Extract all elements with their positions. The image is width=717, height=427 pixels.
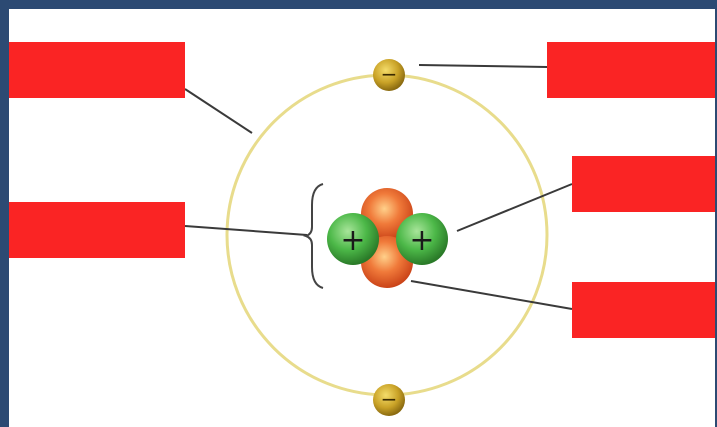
label-box-proton[interactable] xyxy=(572,156,715,212)
atom-diagram-svg: + + − − xyxy=(9,42,715,416)
atom-diagram: + + − − xyxy=(9,9,715,427)
leader-line-electron xyxy=(418,64,548,68)
leader-line-proton xyxy=(456,183,573,232)
label-box-electron[interactable] xyxy=(547,42,715,98)
leader-line-orbit xyxy=(184,88,253,134)
electron-bottom-symbol: − xyxy=(381,387,398,411)
proton-left-symbol: + xyxy=(340,223,365,258)
leader-line-neutron xyxy=(410,280,573,310)
label-box-nucleus[interactable] xyxy=(9,202,185,258)
proton-right xyxy=(396,213,448,265)
electron-top xyxy=(373,59,405,91)
electron-top-symbol: − xyxy=(381,62,398,86)
nucleus-bracket xyxy=(302,183,324,289)
leader-line-nucleus xyxy=(184,225,308,236)
label-box-neutron[interactable] xyxy=(572,282,715,338)
proton-right-symbol: + xyxy=(409,223,434,258)
label-box-orbit[interactable] xyxy=(9,42,185,98)
proton-left xyxy=(327,213,379,265)
electron-bottom xyxy=(373,384,405,416)
